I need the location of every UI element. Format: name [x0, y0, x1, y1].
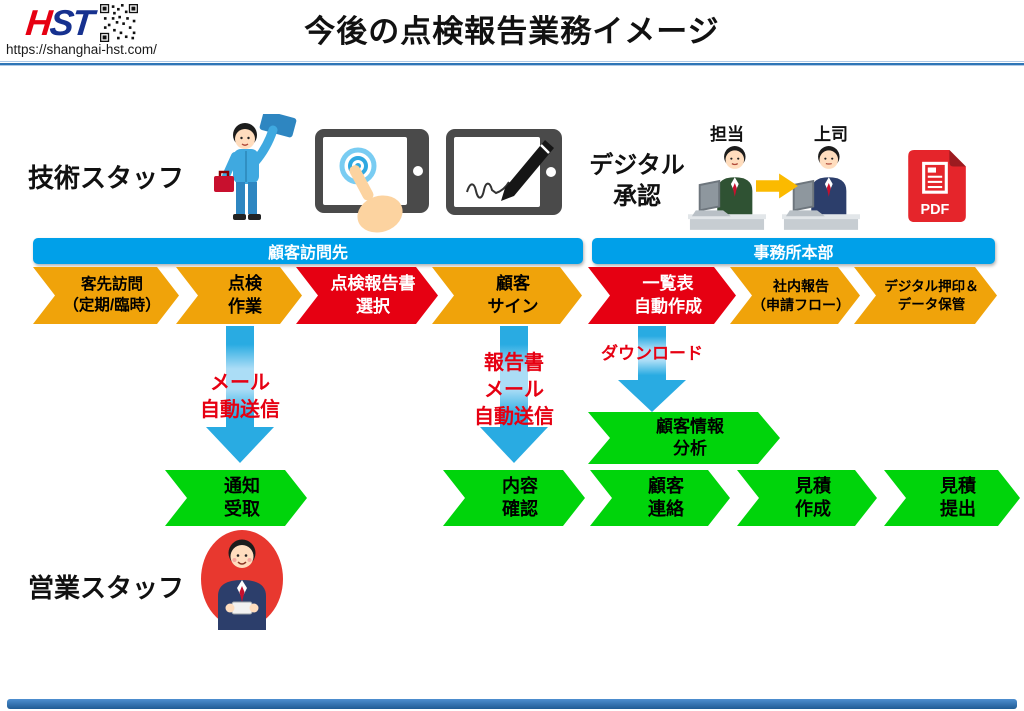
annotation-download: ダウンロード: [601, 344, 703, 363]
pdf-icon: PDF: [908, 150, 966, 222]
flow-step-list-autocreate: 一覧表 自動作成: [588, 267, 736, 324]
down-arrow-report-mail-shaft: [500, 326, 528, 428]
down-arrow-mail-shaft: [226, 326, 254, 428]
staff-in-charge-illustration: [688, 146, 766, 230]
down-arrow-download-head: [618, 380, 686, 412]
boss-illustration: [782, 146, 860, 230]
down-arrow-download-shaft: [638, 326, 666, 382]
down-arrow-mail-head: [206, 427, 274, 463]
header-divider: [0, 61, 1024, 66]
boss-label: 上司: [814, 125, 848, 144]
flow-step-quote-submit: 見積 提出: [884, 470, 1020, 526]
section-customer-site: 顧客訪問先: [33, 238, 583, 264]
flow-step-customer-contact: 顧客 連絡: [590, 470, 730, 526]
tablet-touch-icon: [315, 129, 429, 233]
flow-step-customer-sign: 顧客 サイン: [432, 267, 582, 324]
page-title: 今後の点検報告業務イメージ: [304, 14, 720, 49]
sales-staff-label: 営業スタッフ: [28, 573, 185, 603]
annotation-report-mail-auto-send: 報告書 メール 自動送信: [474, 352, 554, 428]
digital-approval-label: デジタル 承認: [589, 152, 685, 211]
technical-staff-label: 技術スタッフ: [28, 163, 185, 193]
flow-step-internal-report: 社内報告 （申請フロー）: [730, 267, 860, 324]
flow-step-customer-visit: 客先訪問 （定期/臨時）: [33, 267, 179, 324]
footer-divider: [7, 699, 1017, 709]
staff-in-charge-label: 担当: [710, 125, 744, 144]
flow-step-inspection-work: 点検 作業: [176, 267, 302, 324]
flow-step-content-confirm: 内容 確認: [443, 470, 585, 526]
qr-code-icon: [100, 4, 138, 42]
section-head-office: 事務所本部: [592, 238, 995, 264]
flow-step-notify-receive: 通知 受取: [165, 470, 307, 526]
annotation-mail-auto-send: メール 自動送信: [200, 372, 280, 421]
sales-staff-illustration: [201, 530, 283, 630]
flow-step-quote-create: 見積 作成: [737, 470, 877, 526]
tablet-signature-icon: [446, 129, 562, 215]
flow-step-report-select: 点検報告書 選択: [296, 267, 438, 324]
pdf-text: PDF: [921, 202, 950, 218]
technical-staff-illustration: [214, 114, 297, 220]
down-arrow-report-mail-head: [480, 427, 548, 463]
flow-step-digital-stamp-storage: デジタル押印＆ データ保管: [854, 267, 997, 324]
website-url: https://shanghai-hst.com/: [6, 42, 157, 57]
flow-step-customer-info-analysis: 顧客情報 分析: [588, 412, 780, 464]
